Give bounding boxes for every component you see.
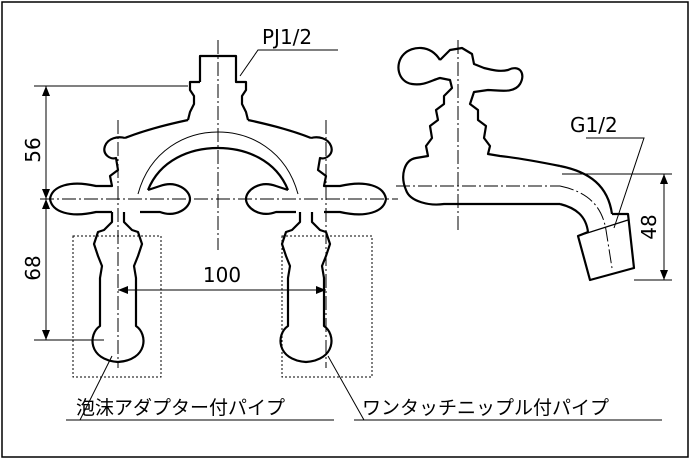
dim-arrow: [42, 86, 50, 96]
dim-arrow: [42, 199, 50, 209]
right-caption-leader: [327, 355, 365, 421]
dim-56-label: 56: [21, 137, 45, 162]
pj-leader: [239, 49, 338, 77]
vertical-dimensions-left: [34, 85, 188, 341]
g-label: G1/2: [570, 113, 618, 137]
vertical-dimension-48: [562, 173, 672, 281]
left-pipe-outline: [72, 235, 162, 378]
single-faucet-body: [397, 46, 636, 282]
dim-48-label: 48: [637, 214, 661, 239]
dim-arrow: [660, 174, 668, 184]
dim-68-label: 68: [21, 255, 45, 280]
dim-arrow: [42, 189, 50, 199]
right-pipe-outline: [281, 235, 373, 378]
dim-100-label: 100: [203, 263, 241, 287]
double-faucet-body: [48, 54, 388, 364]
dim-arrow: [660, 270, 668, 280]
dim-arrow: [42, 330, 50, 340]
right-caption: ワンタッチニップル付パイプ: [362, 397, 609, 419]
pj-label: PJ1/2: [262, 25, 312, 49]
right-center-lines: [396, 40, 613, 269]
g-leader: [586, 137, 645, 229]
dim-arrow: [316, 286, 326, 294]
left-caption: 泡沫アダプター付パイプ: [76, 397, 285, 419]
dim-arrow: [118, 286, 128, 294]
left-center-lines: [40, 40, 398, 368]
